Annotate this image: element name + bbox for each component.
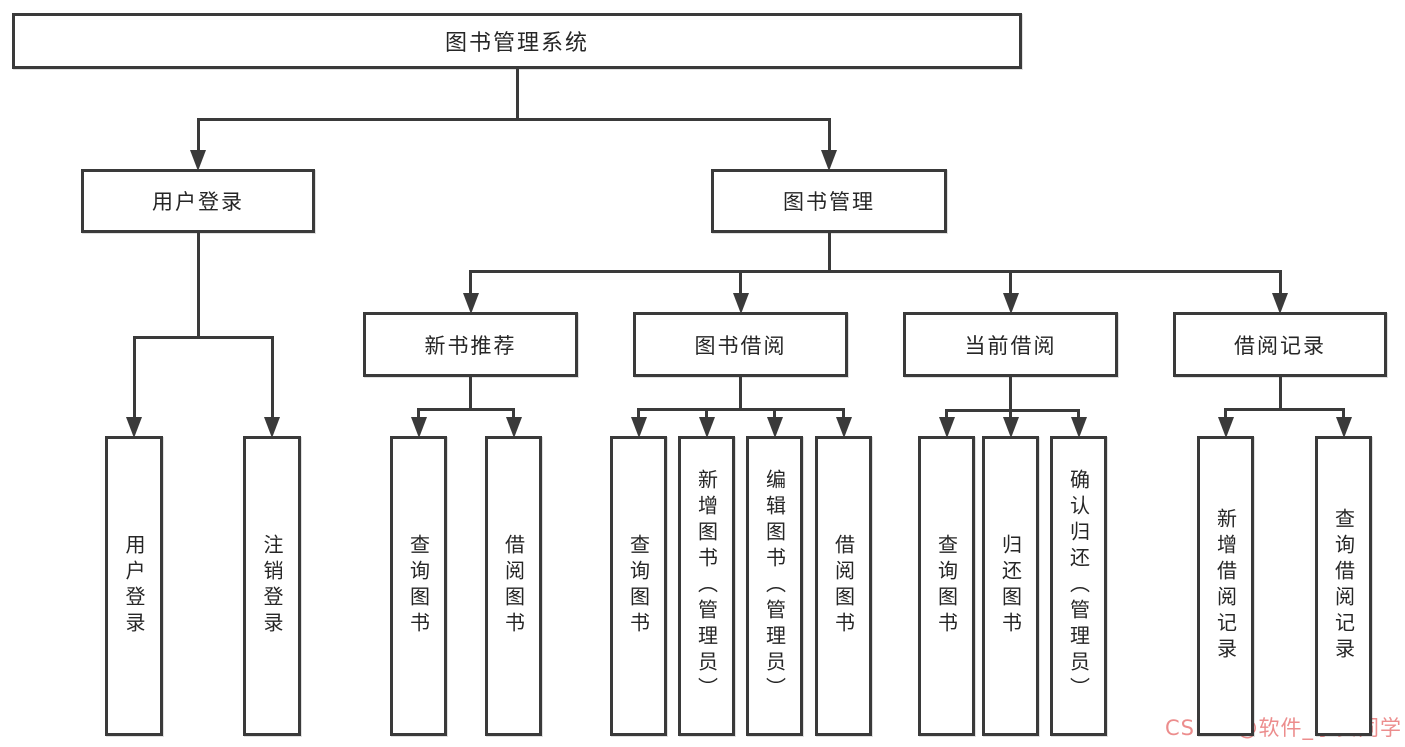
connector-line [827,233,831,273]
connector-line [417,408,515,411]
arrowhead-icon [630,417,647,438]
arrowhead-icon [505,417,522,438]
connector-line [637,408,640,417]
connector-line [132,336,274,339]
node-label-leaf-cb-query: 查询图书 [934,534,959,638]
node-label-user-login: 用户登录 [152,190,244,214]
node-leaf-bb-borrow: 借阅图书 [815,436,872,736]
node-label-leaf-bb-add: 新增图书（管理员） [694,469,719,703]
connector-line [1278,270,1282,293]
connector-line [196,118,200,150]
connector-line [637,408,845,411]
connector-line [132,336,136,417]
node-label-leaf-bb-borrow: 借阅图书 [831,534,856,638]
node-label-leaf-cb-return: 归还图书 [998,534,1023,638]
node-leaf-bb-edit: 编辑图书（管理员） [746,436,803,736]
node-label-book-mgmt: 图书管理 [783,190,875,214]
connector-line [1009,377,1012,412]
connector-line [1009,270,1012,293]
arrowhead-icon [264,417,280,438]
node-user-login: 用户登录 [81,169,315,233]
arrowhead-icon [1335,417,1352,438]
node-leaf-user-login: 用户登录 [105,436,163,736]
node-label-root: 图书管理系统 [444,31,589,56]
arrowhead-icon [1217,417,1234,438]
node-label-leaf-cb-confirm: 确认归还（管理员） [1066,469,1091,703]
node-label-book-borrow: 图书借阅 [694,333,787,358]
connector-line [1342,408,1345,417]
connector-line [469,270,472,293]
node-label-leaf-nbr-borrow: 借阅图书 [501,534,526,638]
connector-line [827,118,831,150]
node-current-borrow: 当前借阅 [903,312,1118,377]
node-leaf-bb-add: 新增图书（管理员） [678,436,735,736]
arrowhead-icon [410,417,427,438]
node-label-leaf-br-add: 新增借阅记录 [1213,508,1238,664]
connector-line [739,270,742,293]
connector-line [196,118,831,121]
arrowhead-icon [698,417,715,438]
connector-line [1224,408,1227,417]
connector-line [270,336,274,417]
connector-line [1278,377,1282,411]
connector-line [773,408,776,417]
connector-line [739,377,742,411]
connector-line [842,408,845,417]
connector-line [1009,409,1012,417]
arrowhead-icon [1070,417,1087,438]
connector-line [1077,409,1080,417]
node-label-current-borrow: 当前借阅 [964,333,1057,358]
connector-line [515,69,519,121]
node-leaf-logout: 注销登录 [243,436,301,736]
connector-line [469,270,1282,273]
node-label-leaf-bb-query: 查询图书 [626,534,651,638]
node-label-borrow-records: 借阅记录 [1234,333,1326,358]
node-label-leaf-br-query: 查询借阅记录 [1331,508,1356,664]
node-book-borrow: 图书借阅 [633,312,848,377]
node-leaf-cb-return: 归还图书 [982,436,1039,736]
connector-line [945,409,1080,412]
arrowhead-icon [938,417,955,438]
node-borrow-records: 借阅记录 [1173,312,1387,377]
connector-line [469,377,472,411]
node-new-book-rec: 新书推荐 [363,312,578,377]
connector-line [417,408,420,417]
node-leaf-cb-confirm: 确认归还（管理员） [1050,436,1107,736]
node-label-new-book-rec: 新书推荐 [424,333,517,358]
arrowhead-icon [190,150,206,171]
node-leaf-nbr-query: 查询图书 [390,436,447,736]
node-leaf-bb-query: 查询图书 [610,436,667,736]
connector-line [512,408,515,417]
arrowhead-icon [766,417,783,438]
arrowhead-icon [1272,293,1288,314]
node-label-leaf-user-login: 用户登录 [122,534,146,638]
arrowhead-icon [732,293,749,314]
node-leaf-br-add: 新增借阅记录 [1197,436,1254,736]
connector-line [705,408,708,417]
connector-line [1224,408,1345,411]
arrowhead-icon [462,293,479,314]
node-book-mgmt: 图书管理 [711,169,947,233]
node-leaf-br-query: 查询借阅记录 [1315,436,1372,736]
arrowhead-icon [835,417,852,438]
arrowhead-icon [126,417,142,438]
node-leaf-nbr-borrow: 借阅图书 [485,436,542,736]
arrowhead-icon [1002,293,1019,314]
connector-line [196,233,200,339]
node-leaf-cb-query: 查询图书 [918,436,975,736]
node-root: 图书管理系统 [12,13,1022,69]
arrowhead-icon [821,150,837,171]
node-label-leaf-nbr-query: 查询图书 [406,534,431,638]
arrowhead-icon [1002,417,1019,438]
node-label-leaf-bb-edit: 编辑图书（管理员） [762,469,787,703]
connector-line [945,409,948,417]
node-label-leaf-logout: 注销登录 [260,534,284,638]
